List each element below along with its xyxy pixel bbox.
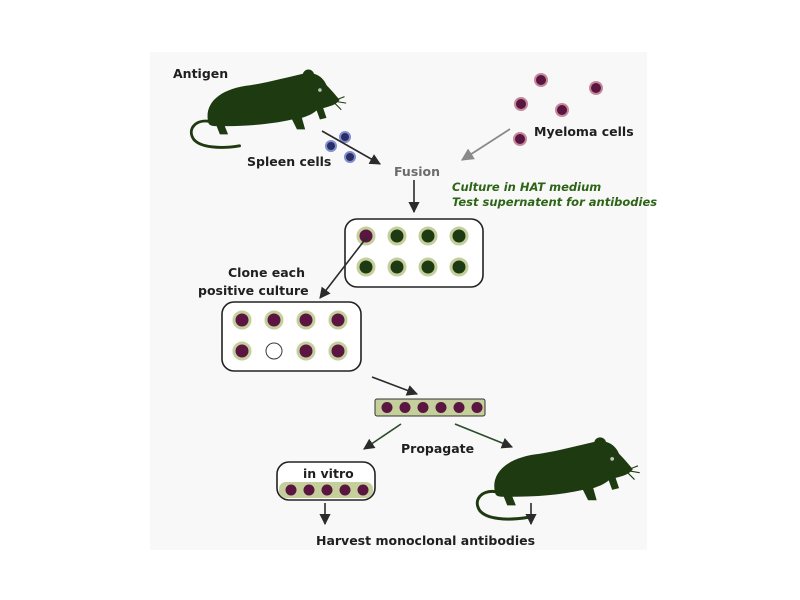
culture-instruction-line2: Test supernatent for antibodies [452, 195, 658, 209]
clone-arrow [319, 236, 368, 299]
to-mouse-arrow [454, 423, 514, 449]
culture-plate [344, 218, 484, 288]
propagation-tube [374, 398, 486, 417]
harvest-label: Harvest monoclonal antibodies [316, 533, 536, 548]
clone-label-line2: positive culture [198, 283, 309, 298]
fusion-label: Fusion [394, 164, 441, 179]
myeloma-to-fusion-arrow [460, 128, 511, 161]
spleen-cells-label: Spleen cells [247, 154, 332, 169]
to-in-vitro-arrow [363, 423, 402, 450]
clone-label-line1: Clone each [228, 265, 305, 280]
to-propagate-arrow [371, 376, 419, 396]
spleen-cells-group [325, 131, 356, 163]
culture-instruction-line1: Culture in HAT medium [452, 180, 602, 194]
propagate-label: Propagate [401, 441, 475, 456]
antigen-label: Antigen [173, 66, 229, 81]
in-vitro-label: in vitro [303, 466, 354, 481]
in-vitro-vessel [276, 461, 376, 501]
myeloma-cells-group [513, 73, 603, 146]
myeloma-cells-label: Myeloma cells [534, 124, 634, 139]
spleen-to-fusion-arrow [321, 130, 381, 165]
cloning-plate [221, 301, 362, 372]
